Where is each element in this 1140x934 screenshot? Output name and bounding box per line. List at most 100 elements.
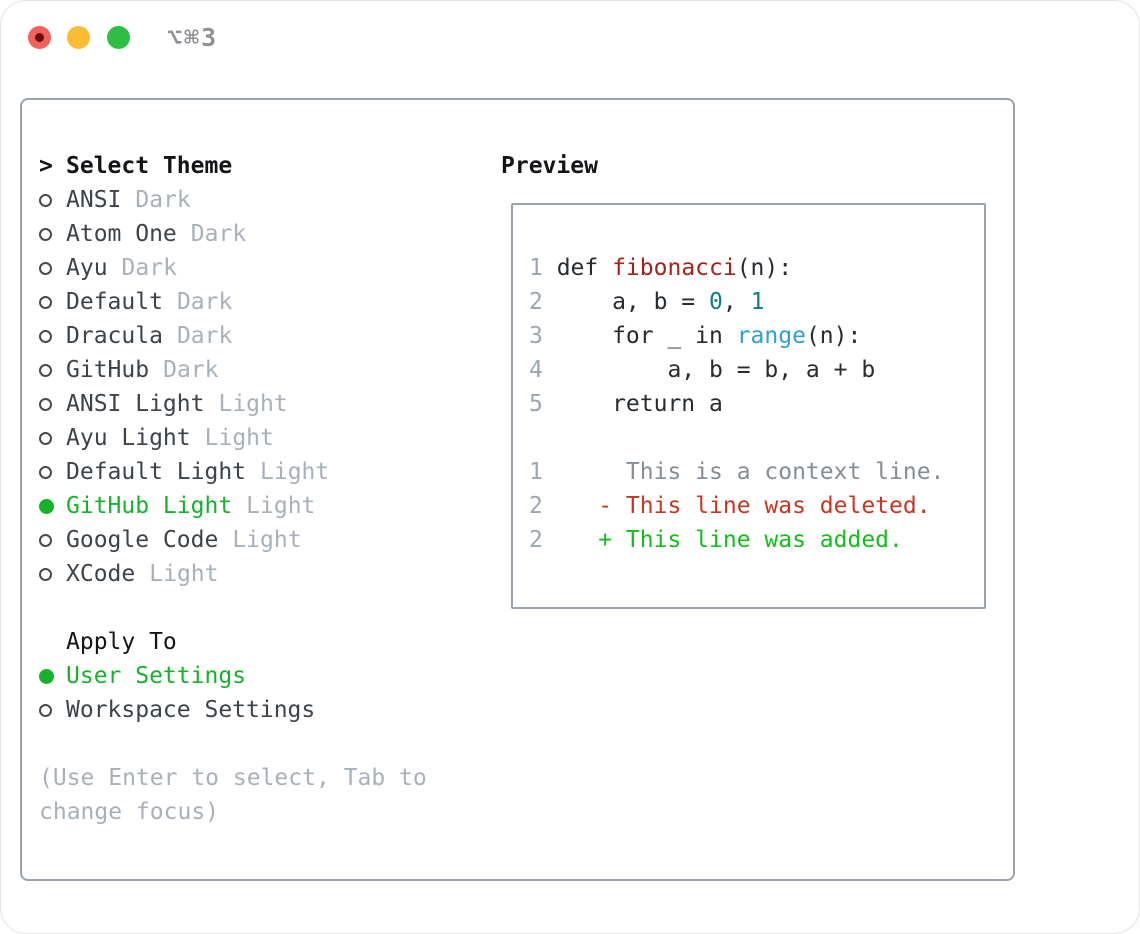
- theme-item[interactable]: Dracula Dark: [39, 319, 489, 353]
- ring-icon: [39, 703, 52, 717]
- theme-item-variant: Dark: [176, 289, 233, 315]
- radio-unselected-icon: [39, 557, 66, 591]
- preview-code-line: 2 - This line was deleted.: [529, 489, 944, 523]
- theme-item-name: Ayu: [66, 255, 108, 281]
- theme-item[interactable]: GitHub Dark: [39, 353, 489, 387]
- theme-item-name: Google Code: [66, 527, 219, 553]
- marker-spacer: [39, 625, 66, 659]
- theme-item-variant: Dark: [190, 221, 247, 247]
- unsaved-changes-dot-icon: [35, 33, 44, 42]
- close-button[interactable]: [28, 26, 51, 49]
- theme-item-variant: Light: [149, 561, 219, 587]
- theme-item[interactable]: Default Dark: [39, 285, 489, 319]
- line-number: 1: [529, 459, 543, 485]
- theme-item-variant: Dark: [163, 357, 219, 383]
- theme-item[interactable]: GitHub Light Light: [39, 489, 489, 523]
- apply-to-header-row: Apply To: [39, 625, 489, 659]
- theme-item[interactable]: XCode Light: [39, 557, 489, 591]
- minimize-button[interactable]: [67, 26, 90, 49]
- ring-icon: [39, 363, 52, 377]
- line-number: 2: [529, 289, 543, 315]
- theme-item-variant: Light: [204, 425, 274, 451]
- theme-item-name: GitHub Light: [66, 493, 233, 519]
- radio-unselected-icon: [39, 183, 66, 217]
- code-segment: 0: [709, 289, 723, 315]
- theme-item[interactable]: Google Code Light: [39, 523, 489, 557]
- radio-unselected-icon: [39, 217, 66, 251]
- ring-icon: [39, 193, 52, 207]
- theme-item-variant: Light: [218, 391, 288, 417]
- code-segment: a, b =: [556, 289, 710, 315]
- radio-unselected-icon: [39, 455, 66, 489]
- preview-code-line: [529, 421, 944, 455]
- code-segment: a, b = b, a + b: [556, 357, 876, 383]
- ring-icon: [39, 533, 52, 547]
- theme-item[interactable]: Ayu Dark: [39, 251, 489, 285]
- maximize-button[interactable]: [107, 26, 130, 49]
- theme-item-name: Default: [66, 289, 163, 315]
- theme-item-variant: Dark: [135, 187, 191, 213]
- filled-dot-icon: [39, 668, 54, 684]
- theme-item-variant: Light: [246, 493, 316, 519]
- theme-item[interactable]: ANSI Light Light: [39, 387, 489, 421]
- theme-item-name: GitHub: [66, 357, 150, 383]
- apply-to-option[interactable]: Workspace Settings: [39, 693, 489, 727]
- apply-to-option-label: User Settings: [66, 663, 247, 689]
- theme-item-name: Atom One: [66, 221, 177, 247]
- hint-line: change focus): [39, 799, 220, 825]
- theme-item-name: ANSI Light: [66, 391, 205, 417]
- theme-item[interactable]: Atom One Dark: [39, 217, 489, 251]
- code-segment: range: [736, 323, 806, 349]
- preview-code-line: 2 a, b = 0, 1: [529, 285, 944, 319]
- radio-unselected-icon: [39, 693, 66, 727]
- theme-item-name: XCode: [66, 561, 136, 587]
- theme-item-variant: Light: [260, 459, 330, 485]
- selection-arrow-icon: >: [39, 153, 53, 179]
- theme-item-name: Default Light: [66, 459, 247, 485]
- code-segment: (n):: [805, 323, 862, 349]
- ring-icon: [39, 261, 52, 275]
- ring-icon: [39, 431, 52, 445]
- preview-code-line: 4 a, b = b, a + b: [529, 353, 944, 387]
- code-segment: ,: [722, 289, 751, 315]
- radio-selected-icon: [39, 489, 66, 523]
- theme-item-variant: Light: [232, 527, 302, 553]
- radio-unselected-icon: [39, 387, 66, 421]
- ring-icon: [39, 465, 52, 479]
- theme-menu-title: Select Theme: [66, 153, 233, 179]
- theme-item[interactable]: Default Light Light: [39, 455, 489, 489]
- ring-icon: [39, 397, 52, 411]
- preview-code-line: 1 This is a context line.: [529, 455, 944, 489]
- theme-item-name: Dracula: [66, 323, 163, 349]
- spacer: [39, 591, 489, 625]
- line-number: 5: [529, 391, 543, 417]
- line-number: 1: [529, 255, 543, 281]
- code-segment: - This line was deleted.: [556, 493, 931, 519]
- ring-icon: [39, 567, 52, 581]
- apply-to-option[interactable]: User Settings: [39, 659, 489, 693]
- preview-code-line: 2 + This line was added.: [529, 523, 944, 557]
- code-segment: return a: [556, 391, 723, 417]
- theme-item-variant: Dark: [121, 255, 177, 281]
- window-titlebar: ⌥⌘3: [1, 1, 1139, 73]
- theme-item-variant: Dark: [176, 323, 233, 349]
- apply-to-option-label: Workspace Settings: [66, 697, 316, 723]
- hint-line: (Use Enter to select, Tab to: [39, 765, 427, 791]
- radio-unselected-icon: [39, 523, 66, 557]
- theme-menu-header-row: > Select Theme: [39, 149, 489, 183]
- hint-text: (Use Enter to select, Tab to change focus…: [39, 761, 489, 829]
- code-segment: (n):: [736, 255, 793, 281]
- radio-unselected-icon: [39, 421, 66, 455]
- radio-unselected-icon: [39, 251, 66, 285]
- window-title: ⌥⌘3: [167, 23, 219, 52]
- ring-icon: [39, 227, 52, 241]
